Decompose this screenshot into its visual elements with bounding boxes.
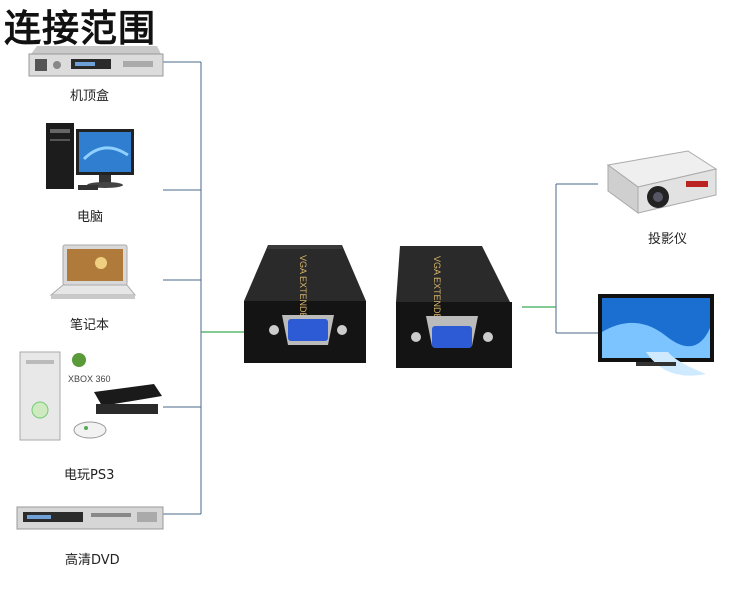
vga-port-icon xyxy=(288,319,328,341)
laptop-icon xyxy=(49,244,137,299)
set-top-box-icon xyxy=(28,46,164,77)
source-label-desktop: 电脑 xyxy=(77,210,104,225)
vga-extender-transmitter: VGA EXTENDER xyxy=(244,245,366,363)
game-consoles-icon: XBOX 360 xyxy=(19,351,162,441)
output-label-projector: 投影仪 xyxy=(648,232,688,247)
vga-port-icon xyxy=(432,326,472,348)
projector-icon xyxy=(606,150,718,214)
source-label-laptop: 笔记本 xyxy=(70,318,110,333)
extender-label: VGA EXTENDER xyxy=(432,256,442,327)
source-label-dvd: 高清DVD xyxy=(65,553,120,568)
lcd-tv-icon xyxy=(598,294,714,376)
source-label-set-top-box: 机顶盒 xyxy=(70,89,110,104)
vga-extender-receiver: VGA EXTENDER xyxy=(396,246,512,368)
extender-label: VGA EXTENDER xyxy=(298,255,308,326)
dvd-player-icon xyxy=(16,506,164,530)
source-label-console: 电玩PS3 xyxy=(64,468,115,483)
desktop-computer-icon xyxy=(46,123,134,190)
console-brand-text: XBOX 360 xyxy=(68,374,111,384)
page-title: 连接范围 xyxy=(4,7,156,50)
